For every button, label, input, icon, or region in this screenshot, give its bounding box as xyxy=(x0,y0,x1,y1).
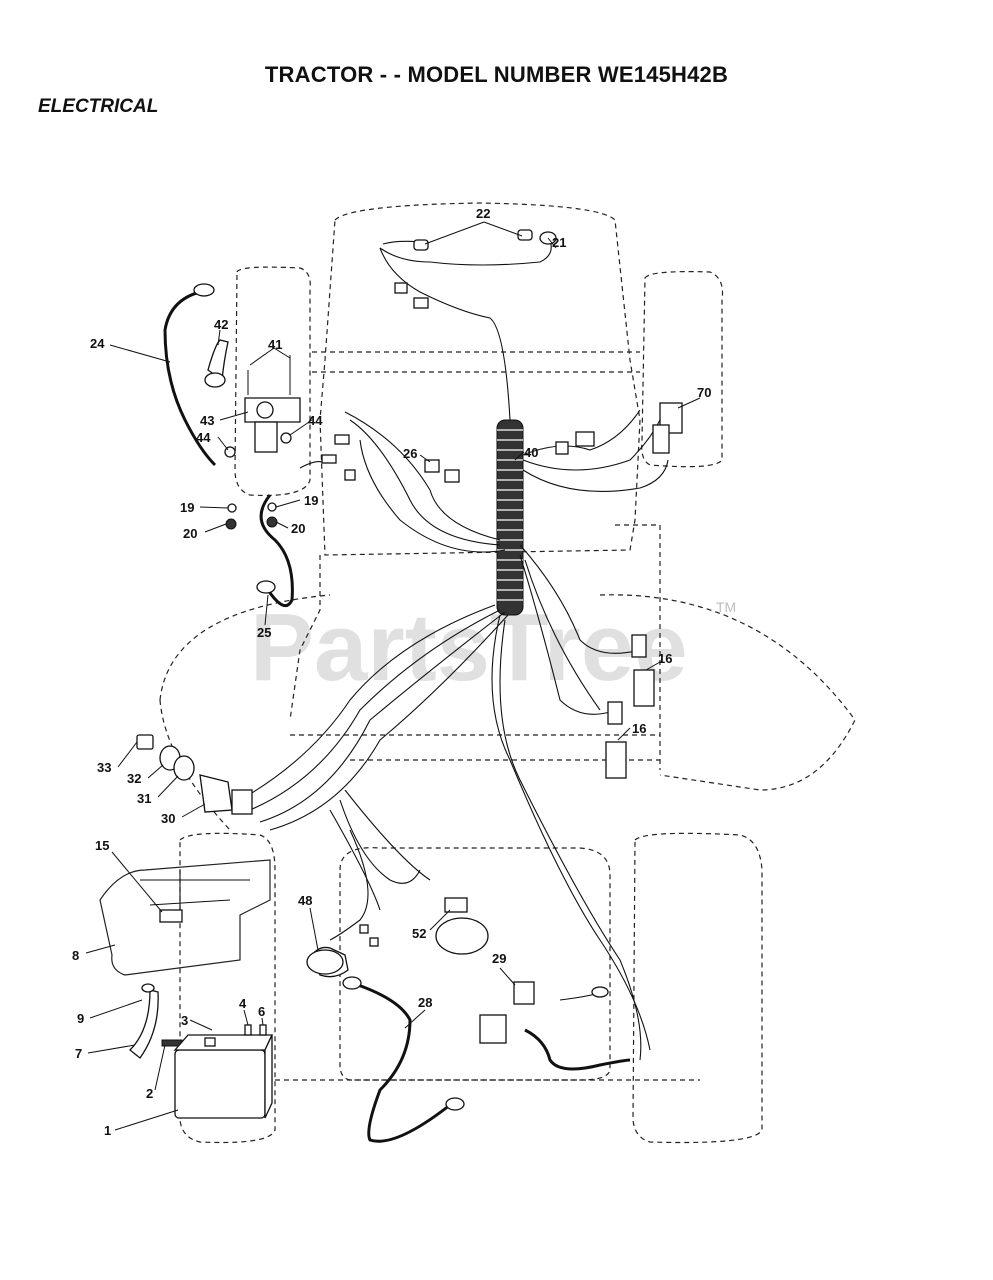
coil-cable-29 xyxy=(524,1028,631,1071)
callout-24: 24 xyxy=(90,336,105,351)
cable-28 xyxy=(357,983,451,1143)
callout-44a: 44 xyxy=(196,430,211,445)
connector-top-1 xyxy=(394,282,408,294)
frame-right xyxy=(615,524,661,770)
bezel-31 xyxy=(173,755,195,781)
solenoid-area xyxy=(163,283,356,608)
callout-25: 25 xyxy=(257,625,271,640)
callout-9: 9 xyxy=(77,1011,84,1026)
callout-44b: 44 xyxy=(308,413,323,428)
callout-30: 30 xyxy=(161,811,175,826)
frame-left xyxy=(289,555,321,721)
callout-21: 21 xyxy=(552,235,566,250)
right-connectors xyxy=(555,402,683,779)
callout-16a: 16 xyxy=(658,651,672,666)
callout-19b: 19 xyxy=(304,493,318,508)
headlight-harness xyxy=(379,229,557,421)
main-harness xyxy=(239,409,669,1061)
section-title: ELECTRICAL xyxy=(38,96,159,117)
boot-42 xyxy=(207,339,229,382)
seat-area-parts xyxy=(306,897,631,1143)
battery-tray-8 xyxy=(99,859,271,976)
callout-20b: 20 xyxy=(291,521,305,536)
cable-24 xyxy=(163,290,217,467)
rear-wheel-left xyxy=(179,832,276,1144)
mid-frame xyxy=(290,734,660,761)
callout-20a: 20 xyxy=(183,526,197,541)
axle-outline xyxy=(312,351,640,373)
callout-41: 41 xyxy=(268,337,282,352)
callout-28: 28 xyxy=(418,995,432,1010)
switch-52 xyxy=(444,897,468,913)
rear-wheel-right xyxy=(632,832,763,1144)
seat-outline xyxy=(339,847,611,1081)
callout-52: 52 xyxy=(412,926,426,941)
callout-40: 40 xyxy=(524,445,538,460)
cable-25 xyxy=(259,494,294,608)
front-wheel-left xyxy=(234,266,311,497)
coil-wrap xyxy=(496,419,524,616)
connector-26 xyxy=(424,459,460,483)
headlight-bulb-left xyxy=(413,239,429,251)
connector-16b xyxy=(607,701,623,725)
callouts: 22 21 24 42 41 43 44 44 19 19 20 20 25 2… xyxy=(72,206,711,1138)
connector-top-2 xyxy=(413,297,429,309)
callout-16b: 16 xyxy=(632,721,646,736)
callout-15: 15 xyxy=(95,838,109,853)
bolt-15 xyxy=(159,909,183,923)
ignition-switch xyxy=(136,734,253,815)
callout-43: 43 xyxy=(200,413,214,428)
battery-area xyxy=(99,859,274,1119)
callout-4: 4 xyxy=(239,996,247,1011)
callout-42: 42 xyxy=(214,317,228,332)
switch-30 xyxy=(199,774,233,813)
switch-16a xyxy=(633,669,655,707)
callout-22: 22 xyxy=(476,206,490,221)
callout-33: 33 xyxy=(97,760,111,775)
callout-26: 26 xyxy=(403,446,417,461)
deck-outline xyxy=(159,594,856,791)
callout-7: 7 xyxy=(75,1046,82,1061)
callout-19a: 19 xyxy=(180,500,194,515)
watermark-tm: TM xyxy=(716,599,736,615)
cable-7 xyxy=(129,989,159,1059)
switch-29 xyxy=(513,981,535,1005)
callout-32: 32 xyxy=(127,771,141,786)
callout-48: 48 xyxy=(298,893,312,908)
callout-3: 3 xyxy=(181,1013,188,1028)
callout-70: 70 xyxy=(697,385,711,400)
page-title: TRACTOR - - MODEL NUMBER WE145H42B xyxy=(264,62,729,87)
callout-31: 31 xyxy=(137,791,151,806)
key-33 xyxy=(136,734,154,750)
battery-1 xyxy=(174,1049,266,1119)
callout-8: 8 xyxy=(72,948,79,963)
watermark-text: PartsTree xyxy=(250,594,688,701)
callout-6: 6 xyxy=(258,1004,265,1019)
callout-29: 29 xyxy=(492,951,506,966)
callout-2: 2 xyxy=(146,1086,153,1101)
hood-outline xyxy=(319,202,641,556)
leader-lines xyxy=(85,221,701,1131)
callout-1: 1 xyxy=(104,1123,111,1138)
switch-16b xyxy=(605,741,627,779)
connector-16a xyxy=(631,634,647,658)
